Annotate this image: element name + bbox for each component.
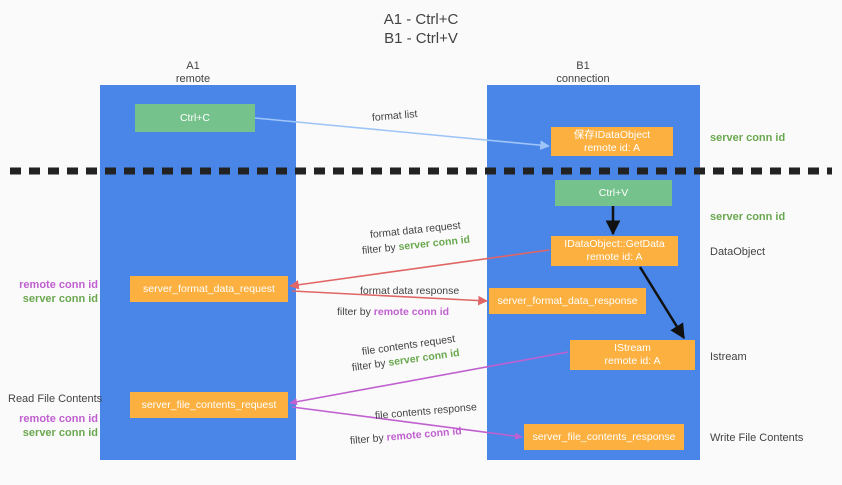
label-read-file-contents: Read File Contents xyxy=(8,393,103,405)
conn-stack-format-server: server conn id xyxy=(22,293,98,305)
conn-stack-format: remote conn id server conn id xyxy=(8,278,98,306)
edge-label-file-contents-response-filter: filter by remote conn id xyxy=(349,424,462,448)
node-ctrl-v[interactable]: Ctrl+V xyxy=(555,180,672,206)
label-write-file-contents: Write File Contents xyxy=(710,432,804,444)
label-server-conn-id-mid: server conn id xyxy=(710,211,786,223)
edge-label-format-data-response-filter: filter by remote conn id xyxy=(337,305,449,319)
page-title: A1 - Ctrl+C B1 - Ctrl+V xyxy=(383,11,459,47)
edge-label-file-contents-response-filter-part-1: remote conn id xyxy=(386,425,463,444)
col-b1-header: B1 connection xyxy=(556,60,610,85)
node-server-format-data-response[interactable]: server_format_data_response xyxy=(489,288,646,314)
node-idataobject-store[interactable]: 保存IDataObject remote id: A xyxy=(551,127,673,156)
col-a1-header: A1 remote xyxy=(175,60,211,85)
node-idataobject-getdata[interactable]: IDataObject::GetData remote id: A xyxy=(551,236,678,266)
label-istream: Istream xyxy=(710,351,747,363)
conn-stack-file-remote: remote conn id xyxy=(19,413,98,425)
edge-label-file-contents-response-filter-part-0: filter by xyxy=(349,431,388,447)
conn-stack-file: remote conn id server conn id xyxy=(8,412,98,440)
node-server-file-contents-response[interactable]: server_file_contents_response xyxy=(524,424,684,450)
node-server-format-data-request[interactable]: server_format_data_request xyxy=(130,276,288,302)
label-dataobject: DataObject xyxy=(710,246,766,258)
conn-stack-format-remote: remote conn id xyxy=(19,279,98,291)
node-ctrl-c[interactable]: Ctrl+C xyxy=(135,104,255,132)
edge-label-format-list-part-0: format list xyxy=(371,108,418,124)
node-istream[interactable]: IStream remote id: A xyxy=(570,340,695,370)
edge-label-file-contents-response: file contents response xyxy=(374,400,477,423)
edge-label-format-data-response-filter-part-1: remote conn id xyxy=(373,306,450,318)
edge-label-format-data-response-part-0: format data response xyxy=(360,285,460,297)
node-server-file-contents-request[interactable]: server_file_contents_request xyxy=(130,392,288,418)
edge-label-format-list: format list xyxy=(371,107,418,125)
edge-label-format-data-response: format data response xyxy=(360,284,459,298)
edge-label-format-data-response-filter-part-0: filter by xyxy=(337,306,374,318)
conn-stack-file-server: server conn id xyxy=(22,427,98,439)
edge-label-file-contents-response-part-0: file contents response xyxy=(374,401,478,422)
edge-label-file-contents-request-filter-part-0: filter by xyxy=(351,356,390,374)
edge-label-format-data-request-filter-part-0: filter by xyxy=(361,241,400,257)
label-server-conn-id-top: server conn id xyxy=(710,132,786,144)
